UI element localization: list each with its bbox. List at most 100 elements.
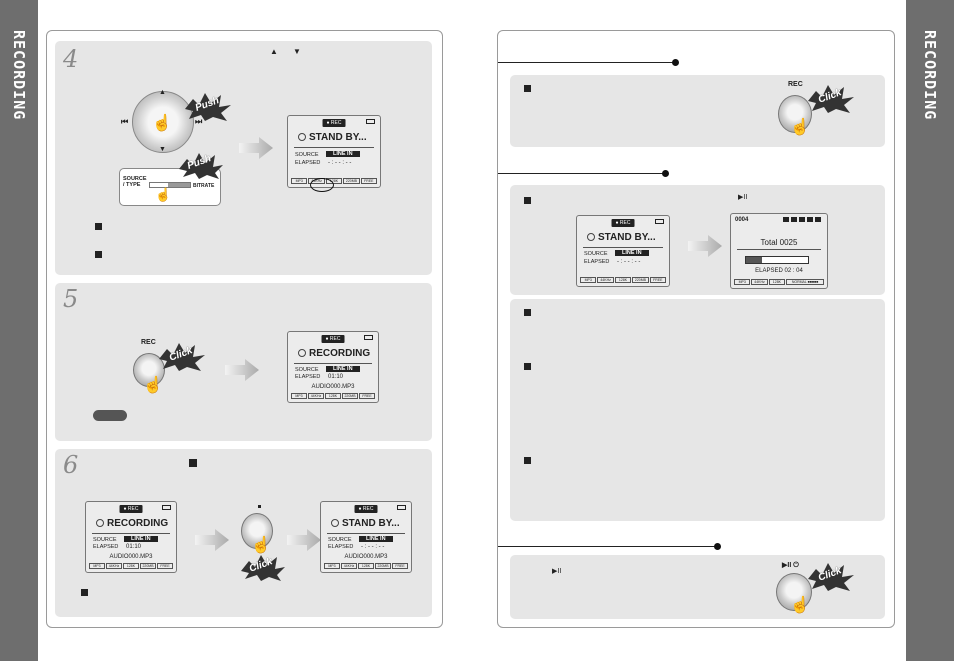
bullet-2 [95, 251, 102, 258]
status-format: MP3 [291, 393, 307, 399]
file-name: AUDIO000.MP3 [344, 554, 388, 560]
right-arrow-icon [239, 137, 273, 159]
source-value: LINE IN [326, 366, 360, 372]
rec-button[interactable] [778, 95, 812, 133]
section-header-dot-1 [672, 59, 679, 66]
step-6-number: 6 [63, 451, 79, 479]
status-free: FREE [392, 563, 408, 569]
lcd-title: STAND BY... [331, 518, 400, 529]
lcd-recording-screen-2: ● REC RECORDING SOURCE LINE IN ELAPSED 0… [85, 501, 177, 573]
elapsed-label: ELAPSED [584, 259, 610, 265]
section-header-dot-2 [662, 170, 669, 177]
click-hand-icon: ☝ [790, 597, 810, 614]
left-side-strip: RECORDING [0, 0, 38, 661]
source-label: SOURCE [584, 251, 608, 257]
rec-indicator: ● REC [119, 505, 143, 513]
wheel-up-icon: ▲ [159, 89, 166, 96]
status-memory: 220MB [632, 277, 649, 283]
battery-icon [366, 119, 375, 124]
status-format: MP3 [89, 563, 105, 569]
status-bitrate: 128K [358, 563, 374, 569]
up-arrow-icon: ▲ [270, 47, 278, 56]
lcd-status-bar: MP3 44KHz 128K NORMAL ■■■■■ [734, 279, 824, 285]
right-section-title: RECORDING [921, 30, 939, 121]
lcd-status-bar: MP3 44KHz 128K 220MB FREE [89, 563, 173, 569]
recording-icon [298, 349, 306, 357]
status-bitrate: 128K [768, 279, 786, 285]
status-bitrate: 128K [325, 393, 341, 399]
right-page-panel: REC ☝ Click ▶II ● REC STAND BY... SOURCE… [497, 30, 895, 628]
note-badge [93, 410, 127, 421]
lcd-title: RECORDING [96, 518, 168, 529]
pointing-hand-icon: ☝ [152, 115, 172, 132]
status-rate: 44KHz [341, 563, 357, 569]
lcd-divider [327, 533, 405, 534]
status-format: MP3 [580, 277, 597, 283]
click-burst-icon [808, 85, 854, 113]
right-side-strip: RECORDING [906, 0, 954, 661]
source-label: SOURCE [328, 537, 352, 543]
wheel-down-icon: ▼ [159, 146, 166, 153]
step-6-box: 6 ● REC RECORDING SOURCE LINE IN ELAPSED… [55, 449, 432, 617]
click-burst-icon [808, 563, 854, 591]
section-header-rule-3 [498, 546, 718, 547]
stop-button[interactable] [241, 513, 273, 549]
playback-status-icons [783, 217, 823, 222]
status-bitrate: 128K [614, 277, 632, 283]
lcd-divider [737, 249, 821, 250]
source-value: LINE IN [359, 536, 393, 542]
bullet-6 [524, 309, 531, 316]
bullet-1 [95, 223, 102, 230]
play-pause-icon-2: ▶II [552, 568, 562, 575]
lcd-status-bar: MP3 44KHz 128K 220MB FREE [291, 393, 375, 399]
elapsed-value: 01:10 [328, 374, 344, 380]
source-label: SOURCE [295, 152, 319, 158]
lcd-status-bar: MP3 44KHz 128K 220MB FREE [324, 563, 408, 569]
mode-slider[interactable] [149, 182, 191, 188]
track-number: 0004 [735, 217, 749, 223]
push-burst-icon [185, 93, 231, 121]
status-free: FREE [360, 178, 378, 184]
status-memory: 220MB [375, 563, 391, 569]
lcd-recording-screen: ● REC RECORDING SOURCE LINE IN ELAPSED 0… [287, 331, 379, 403]
standby-icon [587, 233, 595, 241]
file-name: AUDIO000.MP3 [109, 554, 153, 560]
step-4-box: 4 ▲ ▼ ▲ ▼ ⏮ ⏭ ☝ Push SOURCE / TYPE BITRA… [55, 41, 432, 275]
battery-icon [364, 335, 373, 340]
navigation-wheel[interactable] [132, 91, 194, 153]
lcd-divider [294, 363, 372, 364]
play-power-button[interactable] [776, 573, 812, 611]
click-hand-icon: ☝ [143, 377, 163, 394]
battery-icon [397, 505, 406, 510]
lcd-divider [92, 533, 170, 534]
standby-icon [298, 133, 306, 141]
status-eq: NORMAL ■■■■■ [786, 279, 824, 285]
bitrate-label: BITRATE [193, 183, 215, 189]
wheel-next-icon: ⏭ [195, 117, 203, 126]
lcd-playback-screen: 0004 Total 0025 ELAPSED 02 : 04 MP3 44KH… [730, 213, 828, 289]
playback-elapsed: ELAPSED 02 : 04 [755, 268, 803, 274]
status-format: MP3 [291, 178, 308, 184]
elapsed-value: - : - - : - - [328, 160, 352, 166]
status-free: FREE [649, 277, 667, 283]
section-header-rule-2 [498, 173, 666, 174]
right-box-1: REC ☝ Click [510, 75, 885, 147]
slider-hand-icon: ☝ [155, 187, 172, 202]
status-memory: 220MB [140, 563, 156, 569]
step-5-number: 5 [63, 285, 79, 313]
lcd-standby-screen: ● REC STAND BY... SOURCE LINE IN ELAPSED… [287, 115, 381, 188]
click-hand-icon: ☝ [790, 119, 810, 136]
lcd-status-bar: MP3 44KHz 128K 220MB FREE [291, 178, 378, 184]
rec-indicator: ● REC [321, 335, 345, 343]
left-page-panel: 4 ▲ ▼ ▲ ▼ ⏮ ⏭ ☝ Push SOURCE / TYPE BITRA… [46, 30, 443, 628]
status-format: MP3 [324, 563, 340, 569]
rec-indicator: ● REC [354, 505, 378, 513]
battery-icon [655, 219, 664, 224]
step-4-number: 4 [63, 45, 79, 73]
right-arrow-icon-4 [287, 529, 321, 551]
right-box-3 [510, 299, 885, 521]
elapsed-value: - : - - : - - [617, 259, 641, 265]
bullet-8 [524, 457, 531, 464]
play-power-icon: ▶II ⏻ [782, 562, 799, 569]
lcd-title: RECORDING [298, 348, 370, 359]
